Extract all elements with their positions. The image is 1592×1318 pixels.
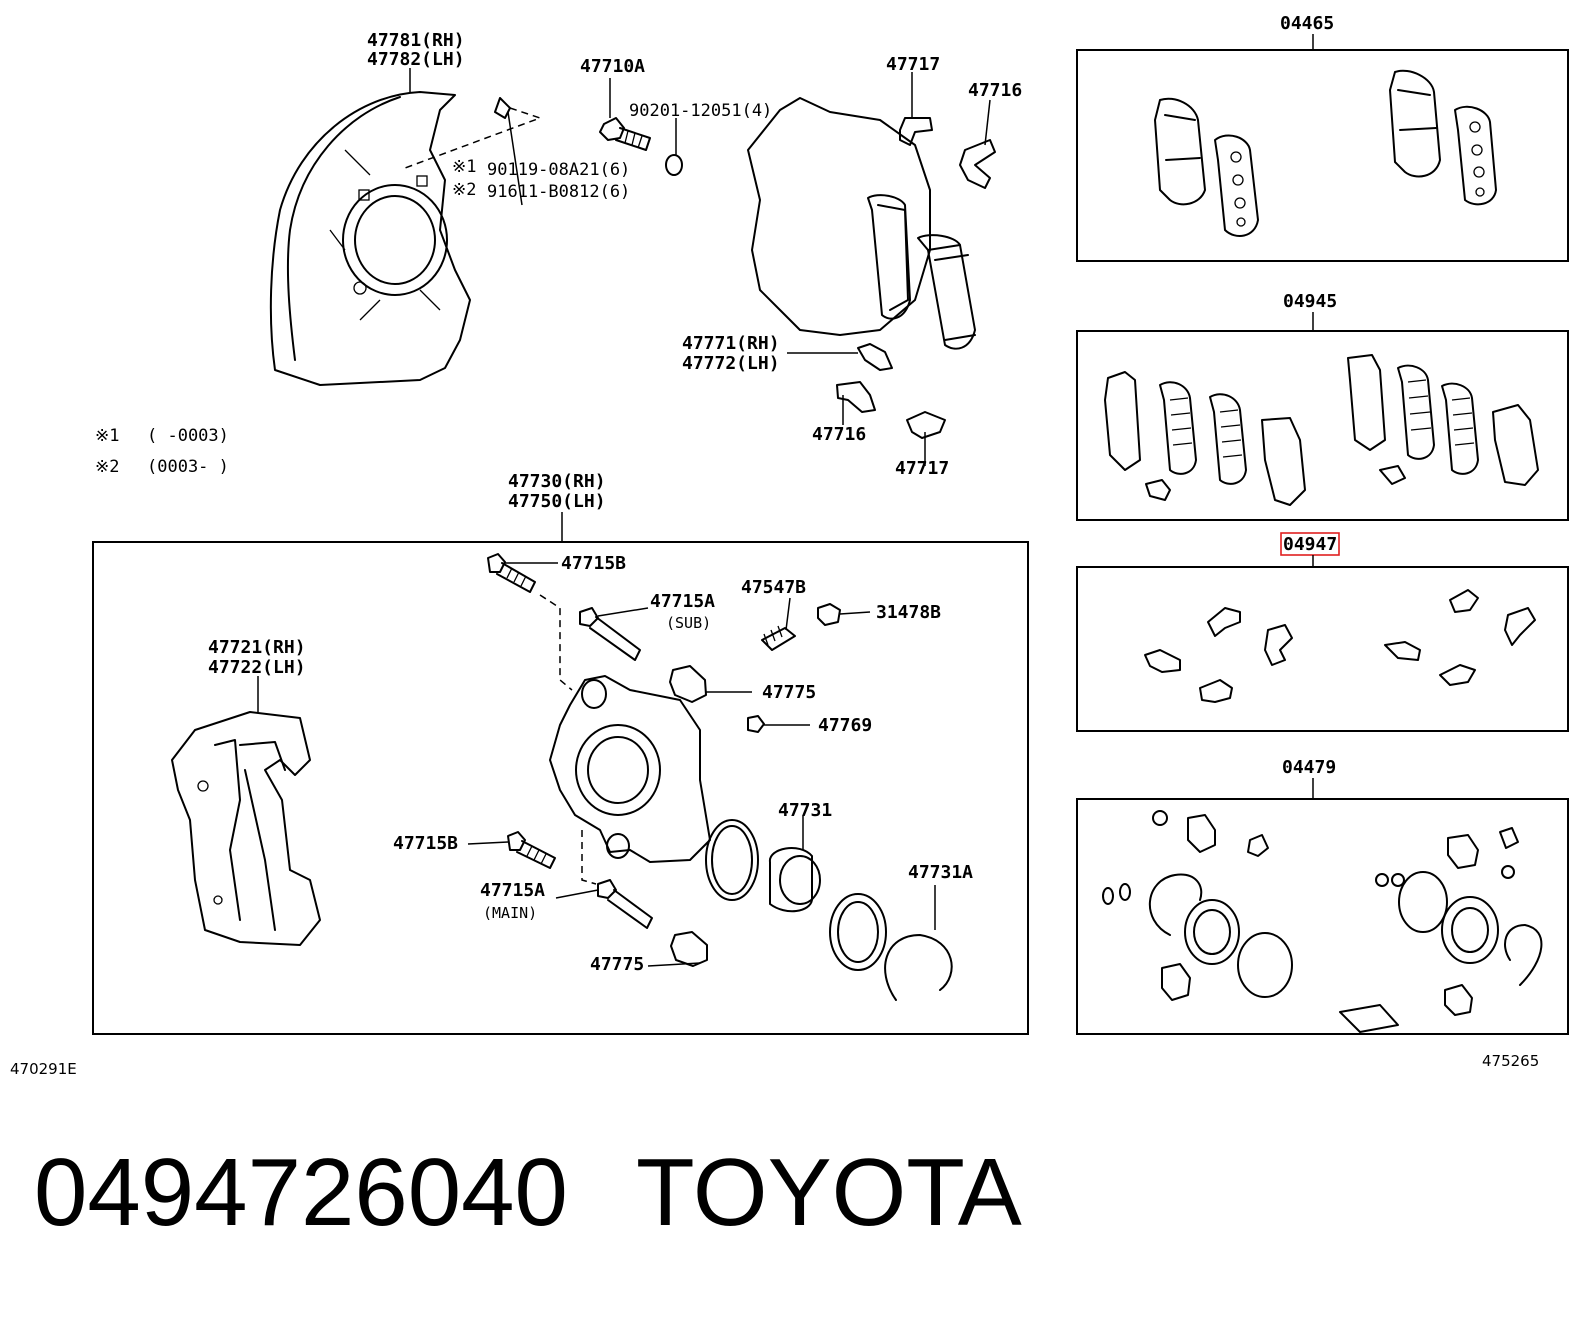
label-shield-rh: 47781(RH) <box>367 30 465 51</box>
label-mount-rh: 47721(RH) <box>208 637 306 658</box>
diagram-code-left: 470291E <box>10 1060 77 1078</box>
part-number-title: 0494726040 <box>34 1139 568 1246</box>
label-caliper-rh: 47730(RH) <box>508 471 606 492</box>
label-cap: 31478B <box>876 602 941 623</box>
label-kit-seals: 04479 <box>1282 757 1336 778</box>
diagram-code-right: 475265 <box>1482 1052 1540 1070</box>
kit-clips-drawing <box>1144 589 1536 703</box>
label-kit-pads: 04465 <box>1280 13 1334 34</box>
kit-pads-box <box>1076 49 1569 262</box>
dust-shield-drawing <box>269 68 543 386</box>
label-clip-47717-top: 47717 <box>886 54 940 75</box>
label-shim-lh: 47772(LH) <box>682 353 780 374</box>
kit-pads-drawing <box>1154 69 1497 237</box>
label-pin-sub: (SUB) <box>666 614 711 632</box>
label-caliper-lh: 47750(LH) <box>508 491 606 512</box>
label-bolt-a: 47710A <box>580 56 645 77</box>
label-bolt-b-bottom: 47715B <box>393 833 458 854</box>
note1-text: ( -0003) <box>147 426 229 446</box>
label-note1-ref: ※1 <box>452 157 476 177</box>
label-washer: 90201-12051(4) <box>629 101 772 121</box>
label-screw2: 91611-B0812(6) <box>487 182 630 202</box>
label-bolt-b-top: 47715B <box>561 553 626 574</box>
label-clip-47716-bottom: 47716 <box>812 424 866 445</box>
label-kit-clips: 04947 <box>1283 534 1337 555</box>
label-bush: 47769 <box>818 715 872 736</box>
label-bleeder: 47547B <box>741 577 806 598</box>
label-screw1: 90119-08A21(6) <box>487 160 630 180</box>
label-pin-a-top: 47715A <box>650 591 715 612</box>
kit-seals-drawing <box>1102 810 1543 1033</box>
label-shim-rh: 47771(RH) <box>682 333 780 354</box>
kit-clips-box <box>1076 566 1569 732</box>
label-mount-lh: 47722(LH) <box>208 657 306 678</box>
caliper-drawing <box>171 553 953 1001</box>
bolt-drawing <box>599 78 683 176</box>
caliper-assembly-box <box>92 541 1029 1035</box>
kit-shims-drawing <box>1104 354 1539 506</box>
label-ring: 47731A <box>908 862 973 883</box>
label-kit-shims: 04945 <box>1283 291 1337 312</box>
label-pin-main: (MAIN) <box>483 904 537 922</box>
highlight-box <box>1280 532 1340 556</box>
label-clip-47717-bottom: 47717 <box>895 458 949 479</box>
note2-text: (0003- ) <box>147 457 229 477</box>
pad-assembly-drawing <box>747 72 996 466</box>
kit-shims-box <box>1076 330 1569 521</box>
label-clip-47716-top: 47716 <box>968 80 1022 101</box>
label-pin-a-bottom: 47715A <box>480 880 545 901</box>
note1-key: ※1 <box>95 426 119 446</box>
brand-title: TOYOTA <box>636 1139 1022 1246</box>
label-seal: 47731 <box>778 800 832 821</box>
note2-key: ※2 <box>95 457 119 477</box>
label-boot-bottom: 47775 <box>590 954 644 975</box>
label-shield-lh: 47782(LH) <box>367 49 465 70</box>
label-boot-top: 47775 <box>762 682 816 703</box>
kit-seals-box <box>1076 798 1569 1035</box>
label-note2-ref: ※2 <box>452 180 476 200</box>
